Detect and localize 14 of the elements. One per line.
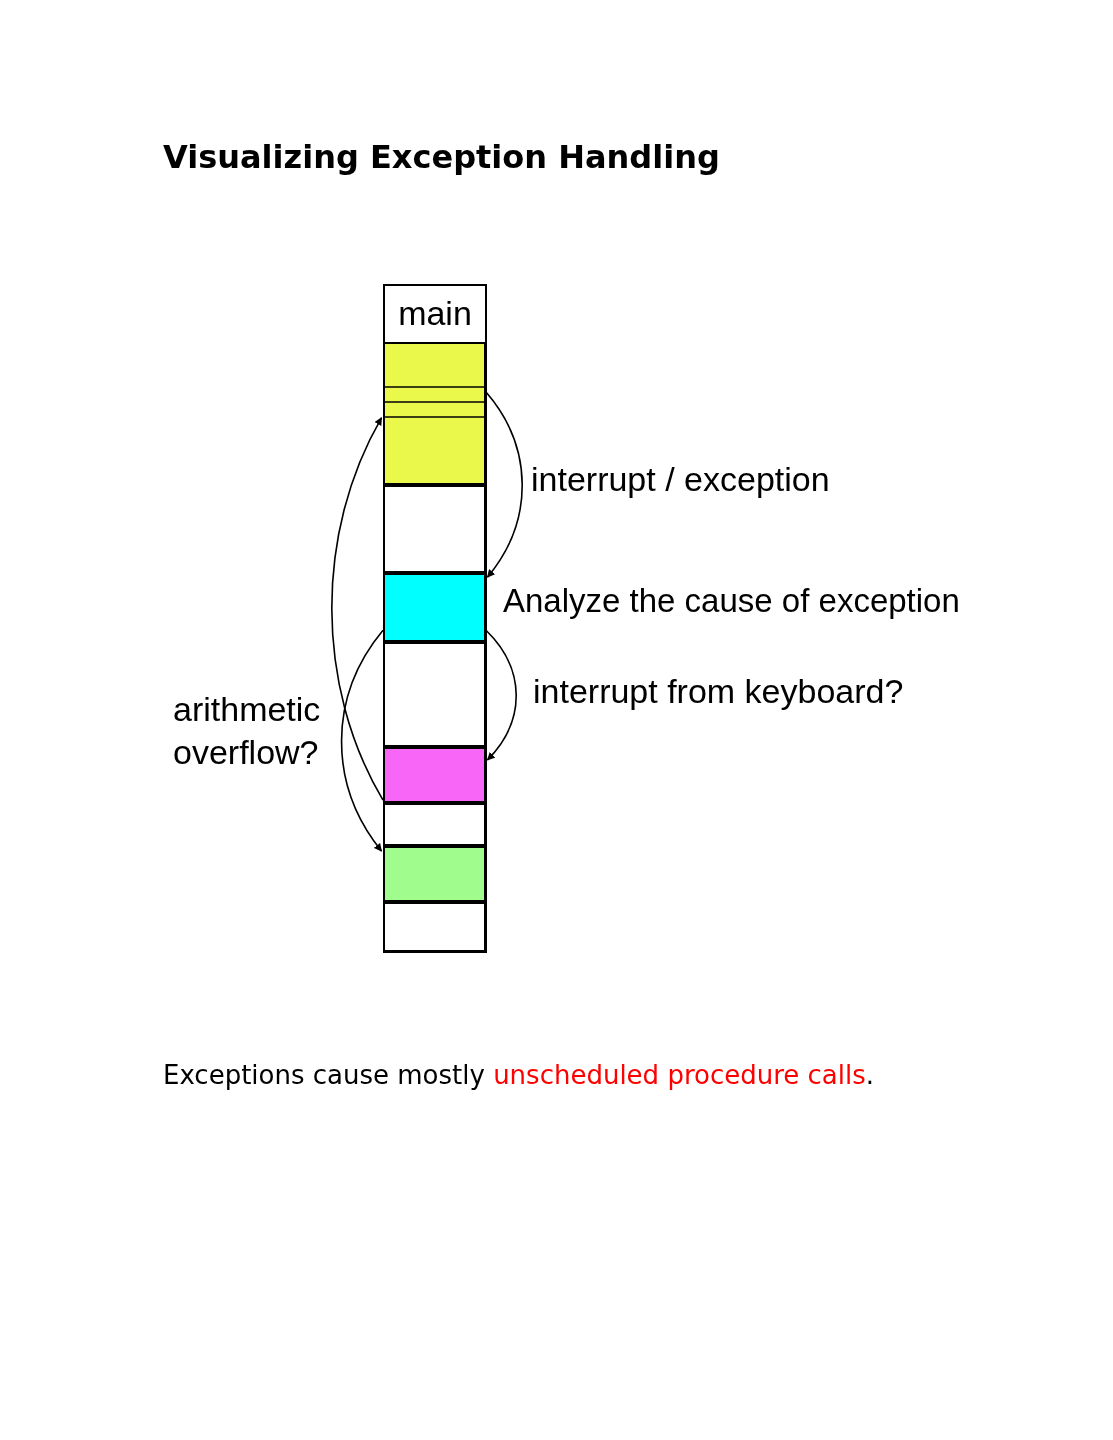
column-heading: main xyxy=(397,294,473,333)
handler-block xyxy=(383,747,486,803)
arrow xyxy=(331,417,384,801)
code-block xyxy=(383,342,486,485)
handler-block xyxy=(383,573,486,642)
caption: Exceptions cause mostly unscheduled procedure calls. xyxy=(163,1060,875,1090)
memory-block xyxy=(383,803,486,846)
memory-column xyxy=(383,284,487,953)
memory-block xyxy=(383,485,486,573)
memory-block xyxy=(383,642,486,747)
handler-block xyxy=(383,846,486,902)
arrow xyxy=(340,629,384,852)
memory-block xyxy=(383,902,486,952)
title: Visualizing Exception Handling xyxy=(163,138,720,176)
